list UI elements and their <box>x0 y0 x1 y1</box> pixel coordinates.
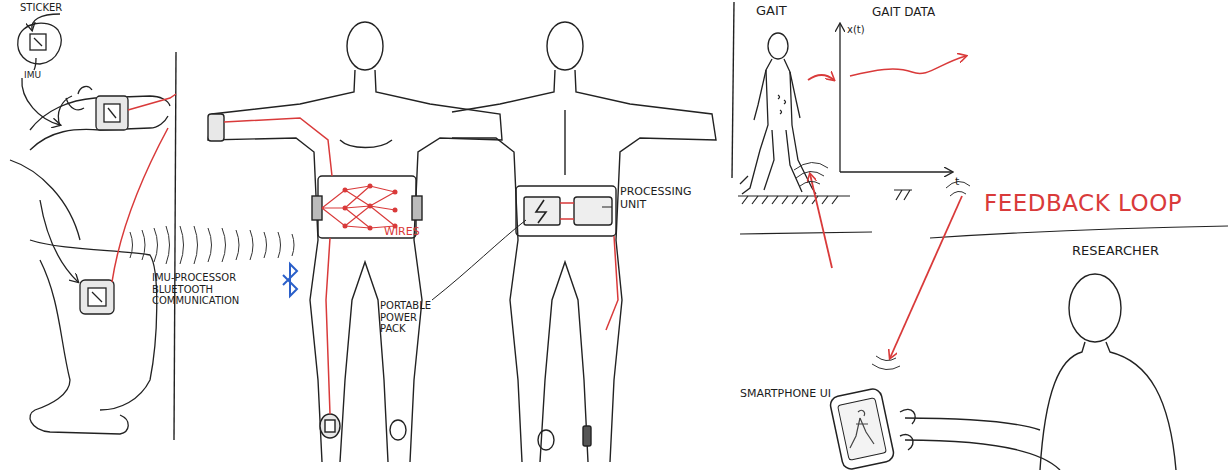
gait-curve <box>850 56 966 76</box>
wireless-signal <box>130 226 294 264</box>
part-label: IMU <box>24 70 41 80</box>
part-label: PROCESSING UNIT <box>620 186 704 211</box>
divider-line <box>174 2 734 440</box>
smartphone <box>829 387 895 470</box>
feedback-arrow <box>808 75 962 358</box>
processor-node <box>343 184 398 231</box>
panel-label: GAIT <box>756 4 787 19</box>
role-label: RESEARCHER <box>1072 244 1159 259</box>
feedback-label: FEEDBACK LOOP <box>984 190 1182 216</box>
leader-line <box>432 207 612 300</box>
front-body-figure <box>208 22 502 462</box>
bluetooth-symbol <box>283 264 297 296</box>
graph-axes <box>840 24 952 172</box>
wire <box>112 94 176 282</box>
ground-line <box>738 176 1228 238</box>
processor-network <box>322 186 395 228</box>
back-body-figure <box>452 22 716 462</box>
chart-title: GAIT DATA <box>872 6 935 20</box>
axis-label: x(t) <box>847 24 865 36</box>
ui-label: SMARTPHONE UI <box>740 388 832 401</box>
sensor-detail-sketch <box>10 14 170 434</box>
part-label: STICKER <box>20 2 62 14</box>
wire <box>224 118 332 414</box>
walking-figure <box>742 33 816 194</box>
wire-label: WIRES <box>384 226 420 239</box>
wireless-signal <box>794 162 970 369</box>
researcher-figure <box>900 274 1176 470</box>
axis-label: t <box>955 176 959 189</box>
wire <box>560 203 618 330</box>
part-label: PORTABLE POWER PACK <box>380 300 442 335</box>
part-label: IMU-PROCESSOR BLUETOOTH COMMUNICATION <box>152 272 270 307</box>
